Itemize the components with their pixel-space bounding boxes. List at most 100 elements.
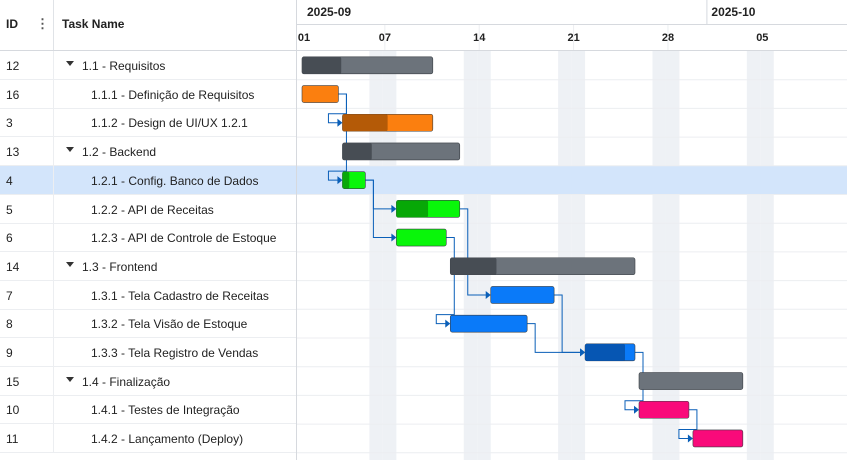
dependency-arrow-icon bbox=[337, 176, 343, 185]
task-bar[interactable] bbox=[490, 286, 555, 304]
task-name: 1.2.2 - API de Receitas bbox=[91, 202, 214, 217]
column-divider bbox=[53, 251, 54, 281]
task-id: 15 bbox=[6, 374, 20, 389]
column-divider bbox=[53, 51, 54, 80]
column-divider bbox=[53, 108, 54, 138]
task-id: 10 bbox=[6, 403, 20, 418]
weekend-column bbox=[463, 50, 478, 460]
dependency-arrow-icon bbox=[634, 405, 639, 414]
dependency-arrow-icon bbox=[687, 434, 693, 443]
column-divider[interactable] bbox=[53, 0, 54, 50]
collapse-caret-icon[interactable] bbox=[66, 261, 74, 267]
weekend-column bbox=[760, 50, 774, 460]
task-progress bbox=[396, 200, 429, 218]
dependency-arrow-icon bbox=[391, 233, 397, 242]
dependency-link bbox=[624, 351, 644, 411]
collapse-caret-icon[interactable] bbox=[66, 147, 74, 153]
task-progress bbox=[302, 56, 342, 74]
task-bar[interactable] bbox=[638, 400, 690, 419]
week-tick-label: 01 bbox=[298, 32, 310, 44]
task-name: 1.4.2 - Lançamento (Deploy) bbox=[91, 432, 244, 447]
task-row[interactable]: 10 1.4.1 - Testes de Integração bbox=[0, 395, 296, 425]
dependency-link bbox=[435, 237, 455, 325]
month-label: 2025-09 bbox=[307, 5, 351, 19]
task-row[interactable]: 5 1.2.2 - API de Receitas bbox=[0, 194, 296, 224]
task-id: 13 bbox=[6, 145, 20, 160]
dependency-link bbox=[327, 93, 347, 181]
task-row[interactable]: 9 1.3.3 - Tela Registro de Vendas bbox=[0, 338, 296, 367]
task-name-column-header[interactable]: Task Name bbox=[62, 17, 125, 31]
task-name: 1.4.1 - Testes de Integração bbox=[91, 403, 240, 418]
task-bar[interactable] bbox=[638, 372, 744, 390]
weekend-column bbox=[571, 50, 586, 460]
task-name: 1.2.3 - API de Controle de Estoque bbox=[91, 231, 277, 246]
column-divider bbox=[53, 366, 54, 396]
weekend-column bbox=[369, 50, 383, 460]
task-row[interactable]: 4 1.2.1 - Config. Banco de Dados bbox=[0, 165, 296, 195]
dependency-link bbox=[365, 179, 393, 239]
task-id: 16 bbox=[6, 87, 20, 102]
task-bar[interactable] bbox=[692, 429, 744, 448]
task-name: 1.3.3 - Tela Registro de Vendas bbox=[91, 346, 259, 360]
column-divider bbox=[53, 165, 54, 195]
task-id: 11 bbox=[6, 432, 19, 447]
task-id: 4 bbox=[6, 173, 13, 188]
task-id: 12 bbox=[6, 59, 20, 73]
dependency-arrow-icon bbox=[485, 290, 491, 299]
task-progress bbox=[342, 171, 350, 189]
weekend-column bbox=[652, 50, 666, 460]
collapse-caret-icon[interactable] bbox=[66, 61, 74, 66]
column-divider bbox=[53, 338, 54, 367]
dependency-link bbox=[678, 409, 698, 439]
task-id: 14 bbox=[6, 259, 20, 274]
task-id: 8 bbox=[6, 317, 13, 332]
task-bar[interactable] bbox=[301, 85, 339, 103]
collapse-caret-icon[interactable] bbox=[66, 376, 74, 382]
column-divider bbox=[53, 79, 54, 109]
dependency-link bbox=[459, 208, 487, 296]
selected-row-highlight bbox=[297, 165, 847, 195]
task-id: 5 bbox=[6, 202, 13, 217]
task-row[interactable]: 3 1.1.2 - Design de UI/UX 1.2.1 bbox=[0, 108, 296, 138]
grid-header: ID ⋮ Task Name bbox=[0, 0, 296, 51]
week-tick-label: 05 bbox=[756, 32, 768, 44]
task-name: 1.1.2 - Design de UI/UX 1.2.1 bbox=[91, 116, 248, 131]
task-name: 1.2.1 - Config. Banco de Dados bbox=[91, 173, 259, 188]
task-row[interactable]: 15 1.4 - Finalização bbox=[0, 366, 296, 396]
task-bar[interactable] bbox=[449, 314, 528, 333]
task-row[interactable]: 11 1.4.2 - Lançamento (Deploy) bbox=[0, 424, 296, 454]
column-divider bbox=[53, 309, 54, 339]
column-divider bbox=[53, 137, 54, 167]
weekend-column bbox=[665, 50, 680, 460]
task-name: 1.4 - Finalização bbox=[82, 374, 171, 389]
task-row[interactable]: 14 1.3 - Frontend bbox=[0, 251, 296, 281]
id-column-header[interactable]: ID bbox=[6, 17, 18, 31]
task-row[interactable]: 6 1.2.3 - API de Controle de Estoque bbox=[0, 223, 296, 253]
task-progress bbox=[342, 142, 372, 160]
task-bar[interactable] bbox=[396, 228, 447, 247]
task-id: 3 bbox=[6, 116, 13, 131]
column-divider bbox=[53, 424, 54, 454]
task-id: 9 bbox=[6, 346, 13, 360]
vertical-dots-icon[interactable]: ⋮ bbox=[36, 16, 49, 31]
column-divider bbox=[53, 194, 54, 224]
task-name: 1.2 - Backend bbox=[82, 145, 157, 160]
task-row[interactable]: 13 1.2 - Backend bbox=[0, 137, 296, 167]
column-divider bbox=[53, 280, 54, 310]
dependency-arrow-icon bbox=[337, 118, 343, 127]
weekend-column bbox=[746, 50, 761, 460]
column-divider bbox=[53, 395, 54, 425]
weekend-column bbox=[558, 50, 572, 460]
task-progress bbox=[450, 257, 497, 275]
task-id: 7 bbox=[6, 288, 13, 303]
task-name: 1.3 - Frontend bbox=[82, 259, 158, 274]
dependency-arrow-icon bbox=[580, 348, 586, 357]
task-id: 6 bbox=[6, 231, 13, 246]
